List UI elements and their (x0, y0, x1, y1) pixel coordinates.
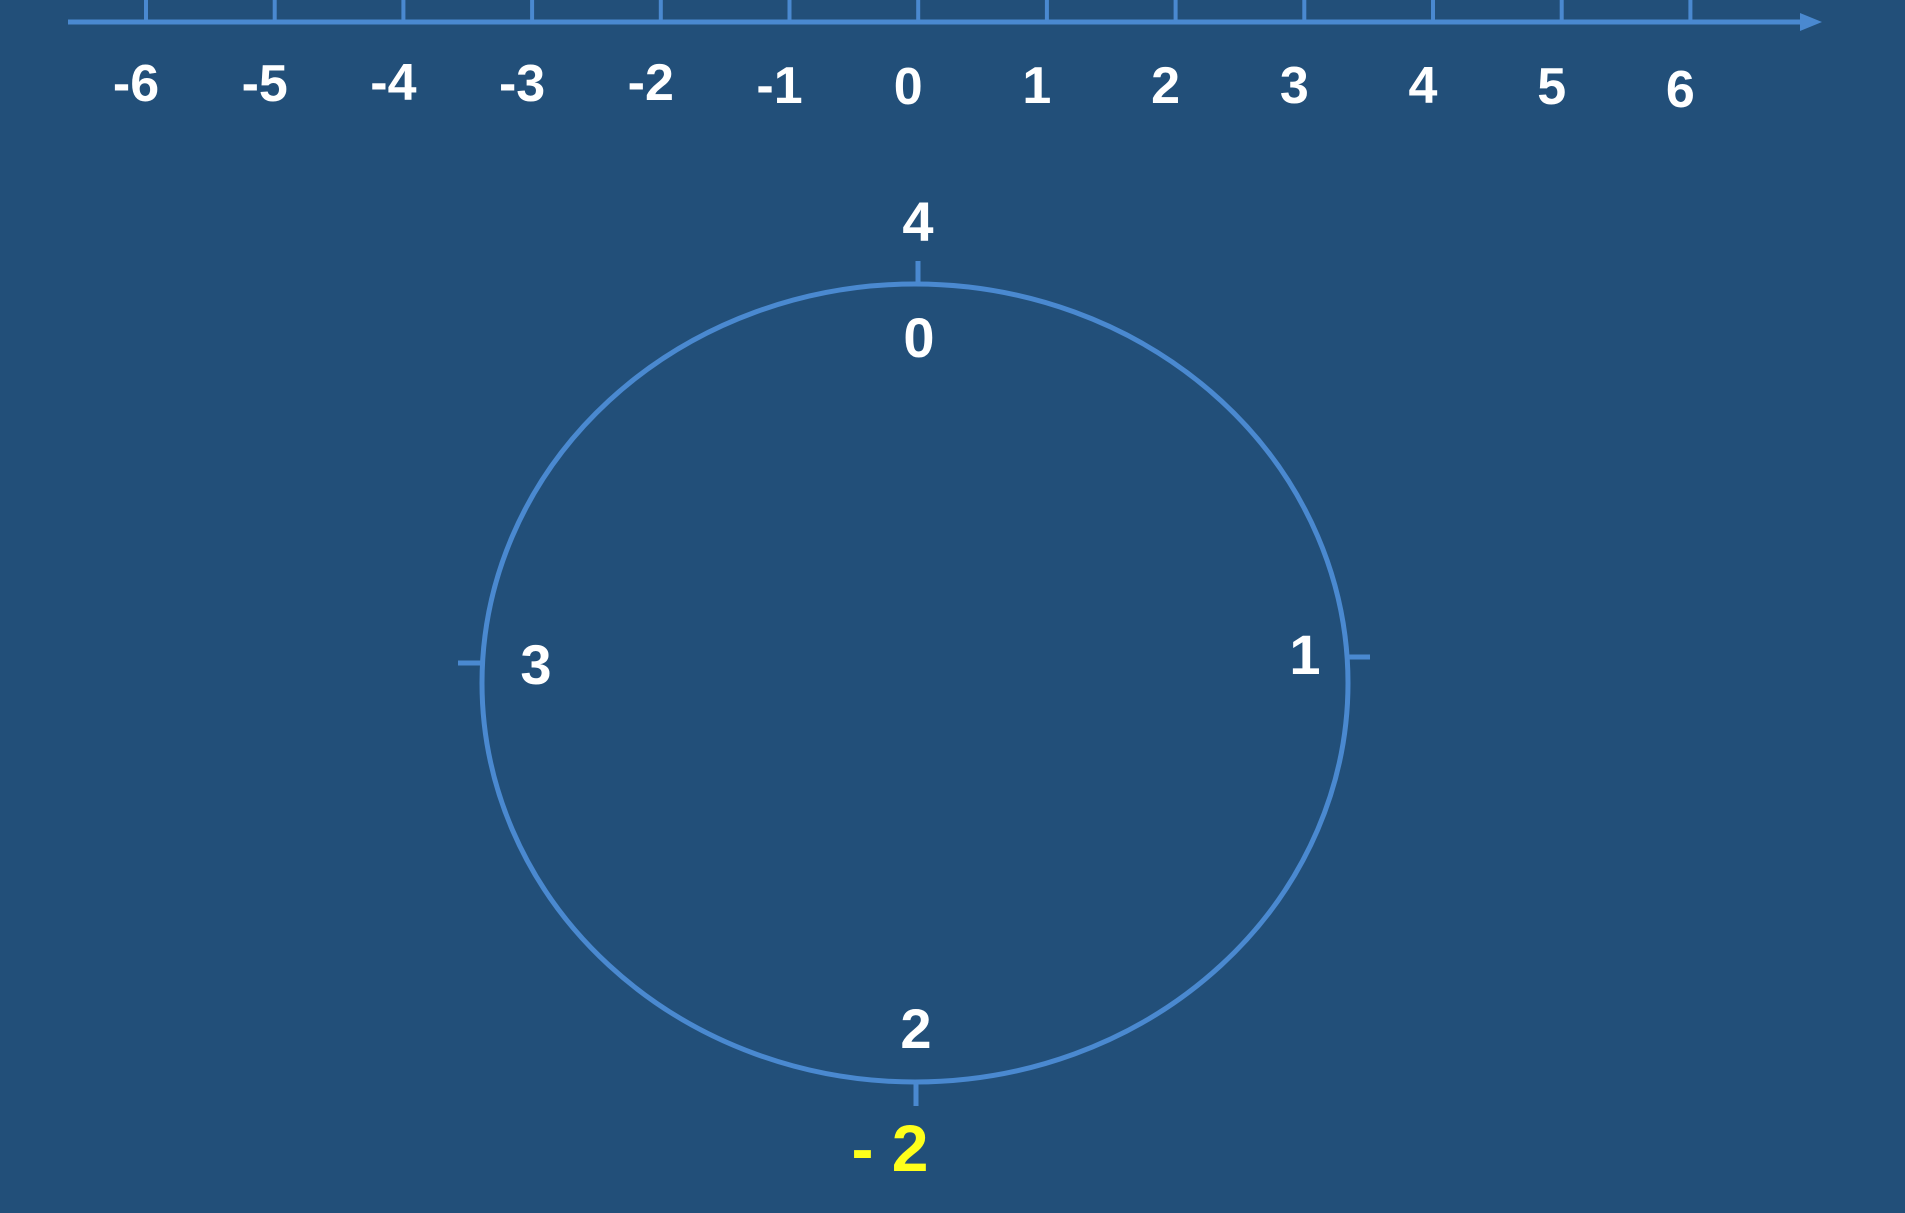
number-line-tick-label: 5 (1537, 58, 1567, 116)
number-line-tick-label: -1 (756, 57, 803, 115)
number-line-tick-label: 0 (893, 58, 923, 116)
number-line-tick-label: -3 (498, 55, 546, 113)
circle-outer-top-label: 4 (902, 190, 934, 253)
number-line-arrowhead (1800, 13, 1822, 31)
highlighted-value-label: - 2 (851, 1111, 929, 1185)
clock-circle (479, 281, 1351, 1085)
number-line-tick-label: -6 (112, 55, 160, 113)
number-line-tick-label: 6 (1665, 61, 1695, 119)
number-line-tick-label: 2 (1151, 57, 1181, 115)
number-line-tick-label: 1 (1022, 57, 1052, 115)
number-line-tick-label: -5 (241, 55, 288, 113)
circle-inner-right-label: 1 (1289, 623, 1321, 686)
circle-inner-left-label: 3 (520, 633, 552, 696)
number-line-tick-label: 3 (1279, 57, 1309, 115)
circle-inner-top-label: 0 (903, 306, 935, 369)
number-line-tick-label: -2 (627, 54, 674, 112)
number-line-tick-label: 4 (1408, 57, 1438, 115)
circle-inner-bottom-label: 2 (900, 997, 932, 1060)
number-line-ticks (144, 0, 1693, 22)
number-line-tick-label: -4 (370, 54, 417, 112)
